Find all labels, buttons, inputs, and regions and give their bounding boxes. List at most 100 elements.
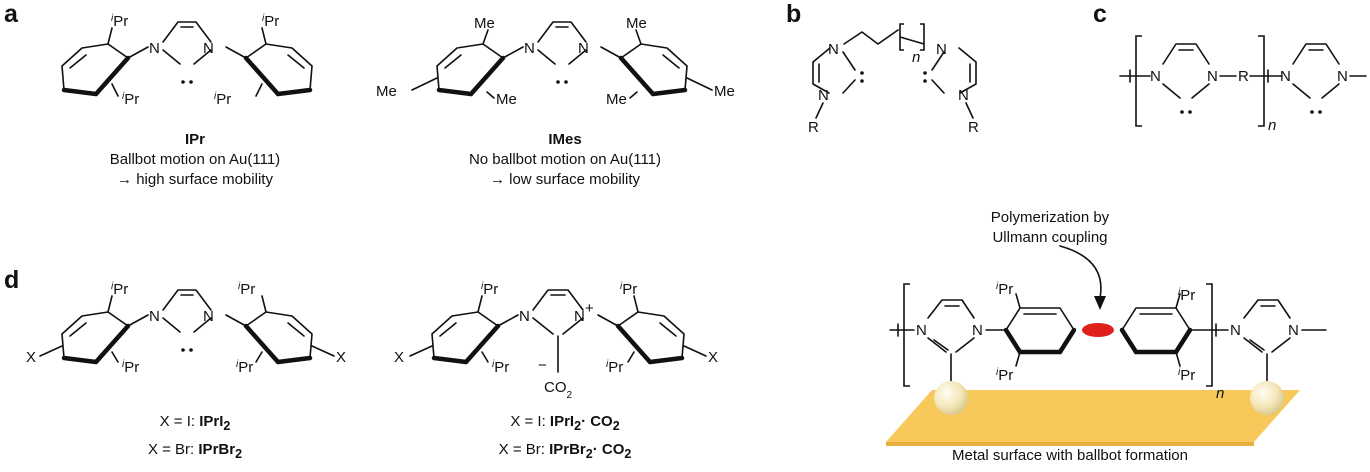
i-superscript: i bbox=[481, 281, 484, 292]
halogen-x: X bbox=[26, 349, 36, 366]
compound-name: IPrI bbox=[199, 413, 224, 430]
co-text: CO bbox=[544, 379, 567, 396]
imes-caption-line1: No ballbot motion on Au(111) bbox=[468, 151, 662, 168]
annotation-line1: Polymerization by bbox=[990, 209, 1110, 226]
svg-text:iPr: iPr bbox=[996, 367, 1013, 385]
repeat-n: n bbox=[912, 49, 920, 66]
atom-n: N bbox=[1280, 68, 1291, 85]
svg-text:iPr: iPr bbox=[236, 359, 253, 377]
i-superscript: i bbox=[996, 281, 999, 292]
panel-label-a: a bbox=[4, 0, 19, 28]
svg-text:iPr: iPr bbox=[481, 281, 498, 299]
compound-name: IPrI bbox=[549, 413, 575, 430]
svg-text:iPr: iPr bbox=[238, 281, 255, 299]
i-superscript: i bbox=[262, 13, 265, 24]
halogen-x: X bbox=[394, 349, 404, 366]
iprx2-structure: N N iPr iPr X iPr iPr X bbox=[26, 281, 346, 377]
ipr-text: Pr bbox=[998, 281, 1013, 298]
metal-surface bbox=[886, 390, 1300, 442]
imes-name: IMes bbox=[548, 131, 582, 148]
polymerization-annotation: Polymerization by Ullmann coupling bbox=[960, 208, 1140, 248]
r-group: R bbox=[968, 119, 979, 136]
i-superscript: i bbox=[996, 367, 999, 378]
imes-structure: N N Me Me Me Me Me Me bbox=[376, 15, 735, 108]
atom-n: N bbox=[574, 308, 585, 325]
ipr-text: Pr bbox=[264, 13, 279, 30]
atom-n: N bbox=[1230, 322, 1241, 339]
ipr-text: Pr bbox=[483, 281, 498, 298]
svg-text:iPr: iPr bbox=[214, 91, 231, 109]
ipr-text: Pr bbox=[1180, 367, 1195, 384]
ipr-structure: N N iPr iPr iPr iPr bbox=[61, 13, 313, 109]
ipr-text: Pr bbox=[113, 281, 128, 298]
ipr-text: Pr bbox=[238, 359, 253, 376]
svg-text:iPr: iPr bbox=[620, 281, 637, 299]
co2-suffix: · CO bbox=[592, 441, 625, 458]
imes-caption-line2: → low surface mobility bbox=[489, 171, 641, 188]
ipr-text: Pr bbox=[622, 281, 637, 298]
panel-label-d: d bbox=[4, 266, 19, 294]
surface-caption: Metal surface with ballbot formation bbox=[952, 447, 1188, 464]
ipr-text: Pr bbox=[124, 91, 139, 108]
ipr-text: Pr bbox=[124, 359, 139, 376]
ullmann-linker-bond bbox=[1082, 323, 1114, 337]
ipr-text: Pr bbox=[998, 367, 1013, 384]
atom-n: N bbox=[1288, 322, 1299, 339]
annotation-arrow bbox=[1059, 245, 1102, 299]
atom-n: N bbox=[828, 41, 839, 58]
subscript-2: 2 bbox=[223, 419, 231, 433]
compound-name: IPrBr bbox=[549, 441, 586, 458]
iprx2-co2-structure: N N + − CO2 iPr iPr X iPr iPr X bbox=[394, 281, 718, 401]
i-superscript: i bbox=[620, 281, 623, 292]
i-superscript: i bbox=[111, 281, 114, 292]
caption-prefix: X = Br: bbox=[147, 441, 199, 458]
subscript-2: 2 bbox=[612, 419, 620, 433]
iprx2-caption: X = I: IPrI2 X = Br: IPrBr2 bbox=[105, 410, 285, 466]
atom-n: N bbox=[1337, 68, 1348, 85]
ipr-caption-line2: → high surface mobility bbox=[117, 171, 273, 188]
atom-n: N bbox=[519, 308, 530, 325]
ballbot-adatom bbox=[934, 381, 968, 415]
svg-text:iPr: iPr bbox=[111, 13, 128, 31]
i-superscript: i bbox=[111, 13, 114, 24]
ipr-text: Pr bbox=[608, 359, 623, 376]
svg-text:iPr: iPr bbox=[1178, 367, 1195, 385]
i-superscript: i bbox=[122, 91, 125, 102]
subscript-2: 2 bbox=[585, 447, 593, 461]
caption-prefix: X = Br: bbox=[498, 441, 550, 458]
r-group: R bbox=[1238, 68, 1249, 85]
i-superscript: i bbox=[236, 359, 239, 370]
atom-n: N bbox=[578, 40, 589, 57]
methyl-label: Me bbox=[376, 83, 397, 100]
ipr-text: Pr bbox=[494, 359, 509, 376]
atom-n: N bbox=[1207, 68, 1218, 85]
ballbot-adatom bbox=[1250, 381, 1284, 415]
compound-name: IPrBr bbox=[198, 441, 236, 458]
panel-b-structure: N N R n N N R bbox=[808, 23, 979, 136]
annotation-line2: Ullmann coupling bbox=[992, 229, 1108, 246]
atom-n: N bbox=[1150, 68, 1161, 85]
subscript-2: 2 bbox=[235, 447, 243, 461]
svg-text:CO2: CO2 bbox=[544, 379, 573, 401]
methyl-label: Me bbox=[626, 15, 647, 32]
methyl-label: Me bbox=[714, 83, 735, 100]
methyl-label: Me bbox=[474, 15, 495, 32]
panel-c-structure: N N R n N N bbox=[1119, 35, 1367, 134]
svg-text:iPr: iPr bbox=[606, 359, 623, 377]
subscript-2: 2 bbox=[624, 447, 632, 461]
caption-prefix: X = I: bbox=[510, 413, 550, 430]
atom-n: N bbox=[916, 322, 927, 339]
caption-prefix: X = I: bbox=[159, 413, 200, 430]
repeat-n: n bbox=[1268, 117, 1276, 134]
ipr-caption: IPr Ballbot motion on Au(111) → high sur… bbox=[95, 130, 295, 190]
svg-text:iPr: iPr bbox=[122, 91, 139, 109]
ipr-name: IPr bbox=[184, 131, 205, 148]
panel-label-c: c bbox=[1093, 0, 1107, 28]
i-superscript: i bbox=[122, 359, 125, 370]
halogen-x: X bbox=[708, 349, 718, 366]
atom-n: N bbox=[972, 322, 983, 339]
iprx2-co2-caption: X = I: IPrI2· CO2 X = Br: IPrBr2· CO2 bbox=[460, 410, 670, 466]
minus-charge: − bbox=[538, 357, 547, 374]
plus-charge: + bbox=[585, 300, 594, 317]
